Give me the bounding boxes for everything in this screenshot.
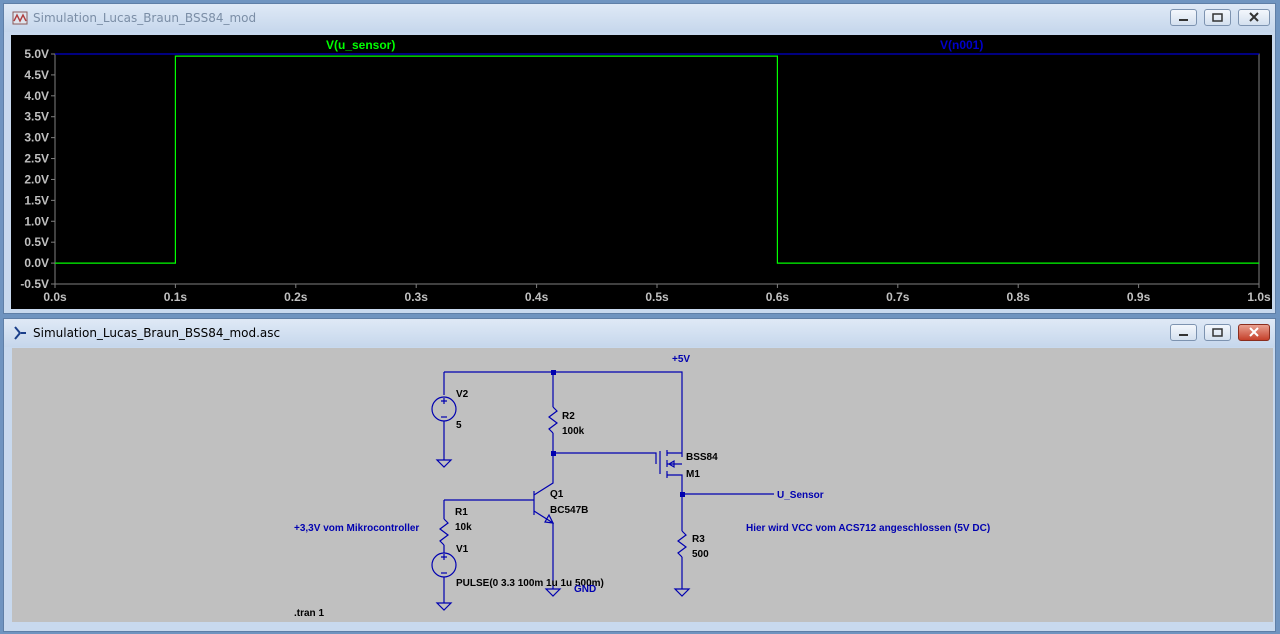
net-label-5v[interactable]: +5V (672, 354, 690, 365)
m1-source-drain[interactable] (667, 452, 683, 494)
waveform-icon (12, 11, 28, 25)
v2-value[interactable]: 5 (456, 420, 462, 431)
r1-resistor-symbol[interactable] (439, 518, 449, 546)
junction-dot (680, 492, 685, 497)
y-tick-label: -0.5V (20, 277, 49, 291)
wire-r2-m1-gate[interactable] (553, 452, 657, 464)
minimize-icon (1179, 19, 1188, 21)
restore-icon (1212, 328, 1223, 337)
waveform-titlebar[interactable]: Simulation_Lucas_Braun_BSS84_mod (4, 4, 1275, 32)
x-tick-label: 0.4s (525, 290, 549, 304)
r3-resistor-symbol[interactable] (677, 530, 687, 558)
x-tick-label: 0.1s (164, 290, 188, 304)
schematic-restore-button[interactable] (1204, 324, 1231, 341)
waveform-plot[interactable]: 5.0V 4.5V 4.0V 3.5V 3.0V 2.5V 2.0V 1.5V 1.0V 0.5V… (11, 35, 1272, 309)
y-tick-label: 1.0V (24, 214, 49, 228)
plot-frame (54, 53, 1260, 285)
schematic-window: Simulation_Lucas_Braun_BSS84_mod.asc (3, 318, 1276, 632)
legend-n001[interactable]: V(n001) (940, 38, 983, 52)
legend-u-sensor[interactable]: V(u_sensor) (326, 38, 395, 52)
v1-value[interactable]: PULSE(0 3.3 100m 1u 1u 500m) (456, 578, 604, 589)
x-tick-label: 0.7s (886, 290, 910, 304)
schematic-minimize-button[interactable] (1170, 324, 1197, 341)
waveform-window-title: Simulation_Lucas_Braun_BSS84_mod (33, 11, 257, 25)
y-tick-label: 4.5V (24, 68, 49, 82)
m1-arrow (667, 459, 675, 469)
close-icon (1249, 12, 1259, 22)
m1-model[interactable]: BSS84 (686, 452, 718, 463)
junction-dot (551, 451, 556, 456)
y-tick-label: 0.5V (24, 235, 49, 249)
junction-dot (551, 370, 556, 375)
y-tick-label: 3.5V (24, 110, 49, 124)
x-tick-label: 0.5s (645, 290, 669, 304)
net-label-u-sensor[interactable]: U_Sensor (777, 490, 824, 501)
y-tick-label: 1.5V (24, 193, 49, 207)
y-tick-label: 3.0V (24, 131, 49, 145)
q1-emitter-arrow (544, 513, 555, 524)
r3-label[interactable]: R3 (692, 534, 705, 545)
comment-mcu[interactable]: +3,3V vom Mikrocontroller (294, 523, 419, 534)
waveform-minimize-button[interactable] (1170, 9, 1197, 26)
y-tick-label: 2.5V (24, 152, 49, 166)
schematic-canvas[interactable]: V2 5 R2 100k BSS84 M1 Q1 BC547B R1 10k V… (12, 348, 1273, 622)
waveform-restore-button[interactable] (1204, 9, 1231, 26)
restore-icon (1212, 13, 1223, 22)
q1-collector[interactable] (533, 479, 554, 496)
schematic-close-button[interactable] (1238, 324, 1270, 341)
ground-symbol (544, 588, 562, 597)
y-tick-label: 0.0V (24, 256, 49, 270)
x-tick-label: 0.0s (43, 290, 67, 304)
y-tick-label: 5.0V (24, 47, 49, 61)
x-tick-label: 0.8s (1007, 290, 1031, 304)
m1-label[interactable]: M1 (686, 469, 700, 480)
r1-value[interactable]: 10k (455, 522, 472, 533)
directive-tran[interactable]: .tran 1 (294, 608, 324, 619)
v1-plus-sign (441, 554, 447, 560)
y-tick-label: 2.0V (24, 172, 49, 186)
v2-label[interactable]: V2 (456, 389, 469, 400)
net-label-gnd[interactable]: GND (574, 584, 596, 595)
x-tick-label: 0.9s (1127, 290, 1151, 304)
schematic-window-title: Simulation_Lucas_Braun_BSS84_mod.asc (33, 326, 281, 340)
x-tick-label: 0.2s (284, 290, 308, 304)
ground-symbol (435, 459, 453, 468)
waveform-close-button[interactable] (1238, 9, 1270, 26)
close-icon (1249, 327, 1259, 337)
minimize-icon (1179, 334, 1188, 336)
wire-5v-rail[interactable] (444, 371, 683, 457)
v1-label[interactable]: V1 (456, 544, 469, 555)
r1-label[interactable]: R1 (455, 507, 468, 518)
series-line-u-sensor[interactable] (55, 55, 1259, 264)
ground-symbol (435, 602, 453, 611)
q1-label[interactable]: Q1 (550, 489, 564, 500)
r2-value[interactable]: 100k (562, 426, 585, 437)
r2-label[interactable]: R2 (562, 411, 575, 422)
q1-model[interactable]: BC547B (550, 505, 588, 516)
waveform-window: Simulation_Lucas_Braun_BSS84_mod 5.0V 4.5… (3, 3, 1276, 314)
waveform-plot-area[interactable]: 5.0V 4.5V 4.0V 3.5V 3.0V 2.5V 2.0V 1.5V 1.0V 0.5V… (11, 35, 1272, 309)
v2-plus-sign (441, 398, 447, 404)
y-tick-label: 4.0V (24, 89, 49, 103)
x-tick-label: 1.0s (1247, 290, 1271, 304)
schematic-titlebar[interactable]: Simulation_Lucas_Braun_BSS84_mod.asc (4, 319, 1275, 347)
r2-resistor-symbol[interactable] (548, 406, 558, 434)
x-tick-label: 0.3s (405, 290, 429, 304)
r3-value[interactable]: 500 (692, 549, 709, 560)
x-tick-label: 0.6s (766, 290, 790, 304)
schematic-icon (14, 326, 26, 340)
schematic-drawing[interactable]: V2 5 R2 100k BSS84 M1 Q1 BC547B R1 10k V… (4, 319, 1265, 619)
comment-acs712[interactable]: Hier wird VCC vom ACS712 angeschlossen (… (746, 523, 990, 534)
ground-symbol (673, 588, 691, 597)
